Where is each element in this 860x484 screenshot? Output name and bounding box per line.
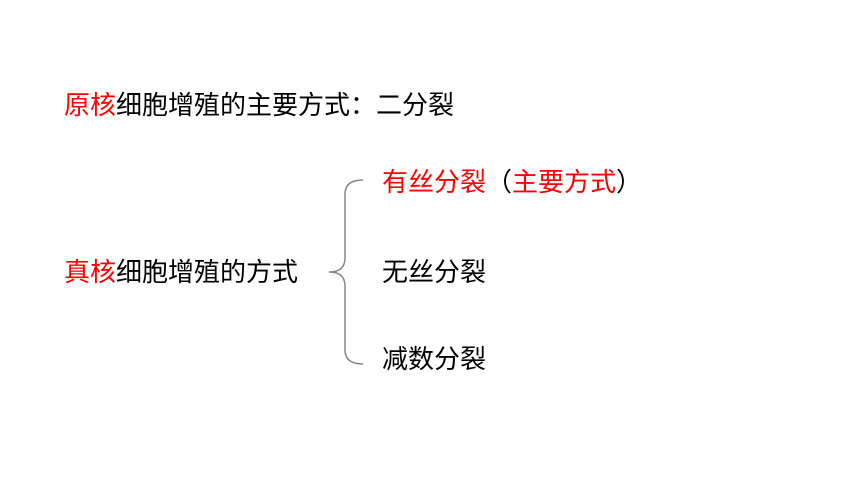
method-meiosis: 减数分裂 (382, 344, 486, 376)
prokaryote-statement: 原核细胞增殖的主要方式：二分裂 (64, 90, 454, 122)
curly-brace-icon (328, 179, 364, 365)
method-amitosis: 无丝分裂 (382, 257, 486, 289)
mitosis-note: 主要方式 (512, 168, 617, 198)
amitosis-label: 无丝分裂 (382, 258, 487, 288)
mitosis-paren-open: （ (486, 168, 513, 198)
mitosis-label: 有丝分裂 (382, 168, 487, 198)
meiosis-label: 减数分裂 (382, 345, 487, 375)
method-mitosis: 有丝分裂（主要方式） (382, 167, 642, 199)
eukaryote-statement: 真核细胞增殖的方式 (64, 257, 298, 289)
prokaryote-term: 原核 (64, 91, 117, 121)
prokaryote-rest: 细胞增殖的主要方式：二分裂 (116, 91, 455, 121)
mitosis-paren-close: ） (616, 168, 643, 198)
eukaryote-rest: 细胞增殖的方式 (116, 258, 299, 288)
eukaryote-term: 真核 (64, 258, 117, 288)
